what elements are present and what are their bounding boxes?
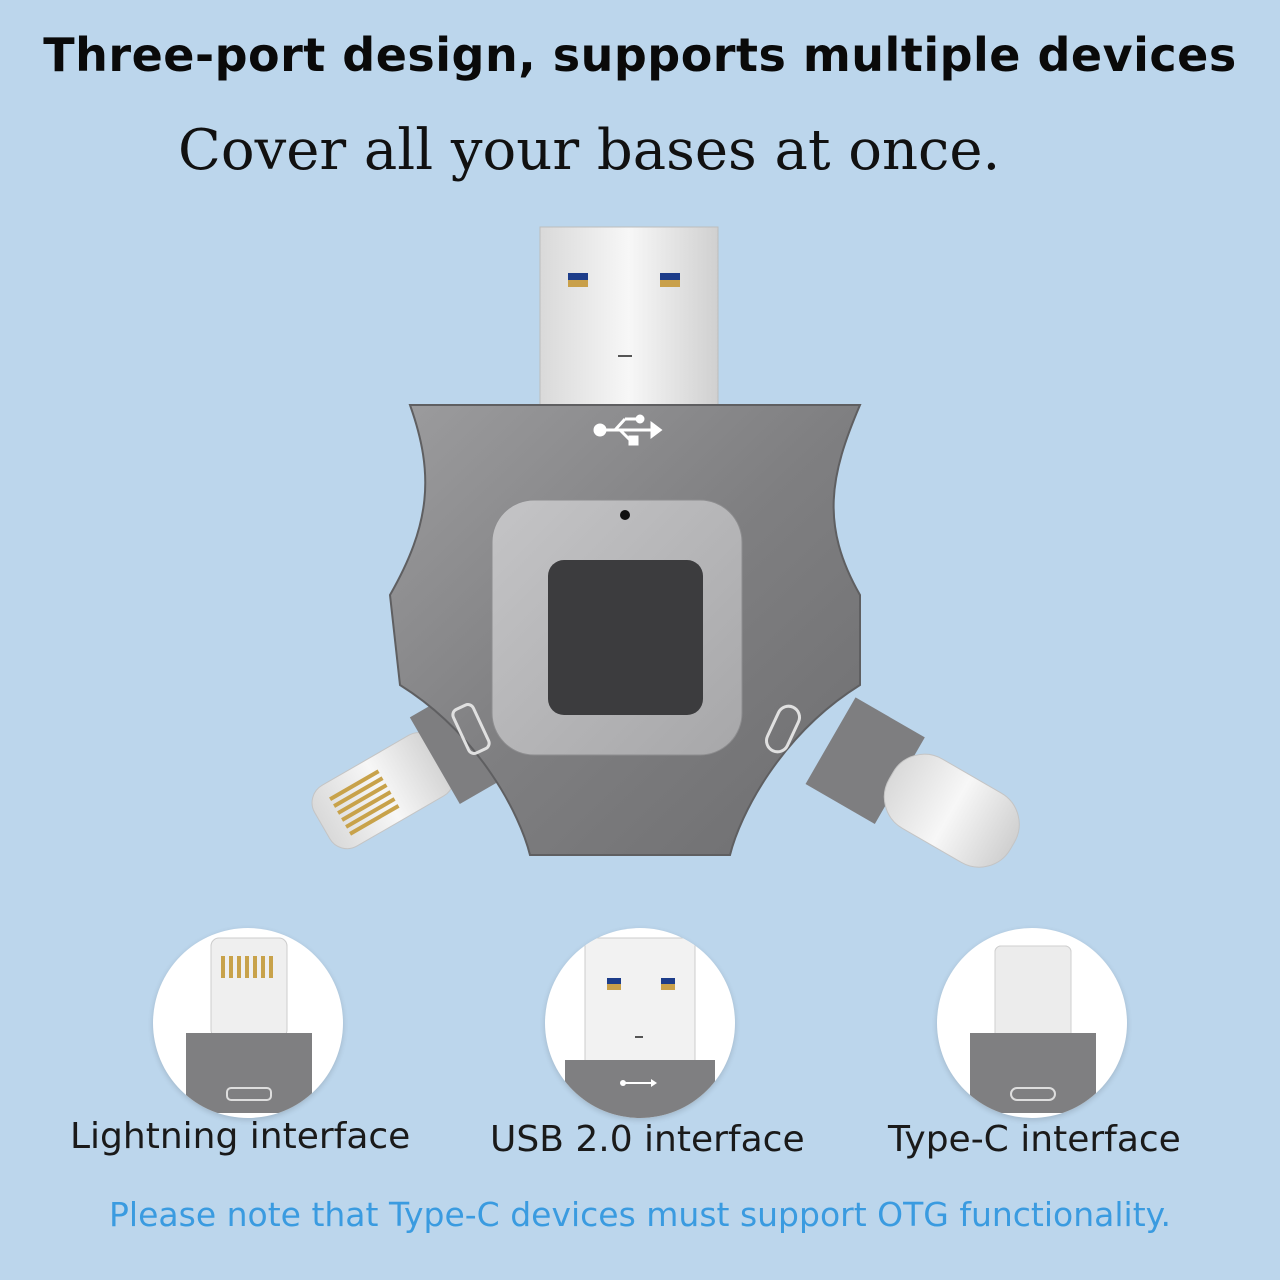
usb-logo-icon	[593, 414, 663, 446]
subheadline: Cover all your bases at once.	[178, 118, 1001, 183]
usb-interface-label: USB 2.0 interface	[490, 1119, 805, 1160]
product-illustration	[260, 215, 1020, 895]
type-c-connector-icon	[937, 928, 1127, 1118]
indicator-light-icon	[620, 510, 630, 520]
lightning-port-icon	[451, 703, 491, 755]
lightning-interface-label: Lightning interface	[70, 1116, 411, 1157]
lightning-connector-icon	[153, 928, 343, 1118]
otg-note: Please note that Type-C devices must sup…	[109, 1195, 1171, 1234]
type-c-port-icon	[765, 704, 801, 754]
flash-drive-graphic	[311, 226, 1020, 868]
usb-a-connector-icon	[545, 928, 735, 1118]
type-c-interface-label: Type-C interface	[888, 1119, 1181, 1160]
headline: Three-port design, supports multiple dev…	[43, 28, 1237, 82]
usb-a-plug	[539, 226, 719, 418]
fingerprint-sensor-icon	[548, 560, 703, 715]
type-c-plug	[805, 697, 1020, 868]
